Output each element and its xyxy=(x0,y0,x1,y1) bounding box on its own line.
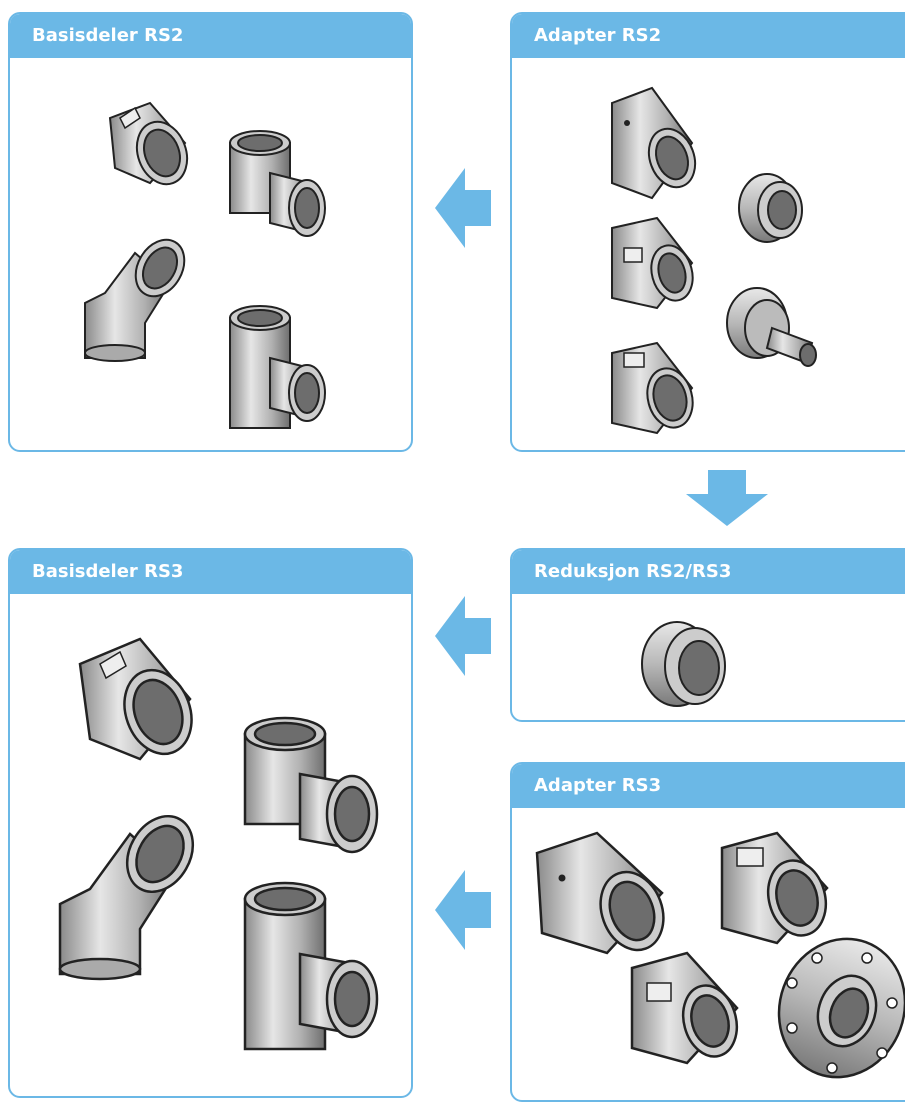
male-thread-adapter-icon xyxy=(630,951,739,1065)
panel-title: Reduksjon RS2/RS3 xyxy=(512,550,905,594)
flange-adapter-icon xyxy=(777,937,905,1079)
long-adapter-icon xyxy=(611,86,697,200)
elbow-90-icon xyxy=(229,130,326,237)
long-adapter-icon xyxy=(535,831,665,955)
tee-icon xyxy=(243,881,379,1051)
barbed-adapter-icon xyxy=(726,287,817,367)
female-thread-adapter-icon xyxy=(611,341,694,435)
panel-basisdeler-rs2: Basisdeler RS2 xyxy=(8,12,413,452)
panel-title: Adapter RS3 xyxy=(512,764,905,808)
reducer-icon xyxy=(641,621,726,707)
panel-title: Basisdeler RS3 xyxy=(10,550,411,594)
coupling-icon xyxy=(78,637,193,761)
panel-basisdeler-rs3: Basisdeler RS3 xyxy=(8,548,413,1098)
elbow-45-icon xyxy=(84,238,186,362)
elbow-90-icon xyxy=(243,716,379,854)
small-female-adapter-icon xyxy=(738,173,803,243)
panel-adapter-rs3: Adapter RS3 xyxy=(510,762,905,1102)
male-thread-adapter-icon xyxy=(611,216,694,310)
arrow-left-icon xyxy=(435,168,491,248)
arrow-left-icon xyxy=(435,870,491,950)
panel-title: Adapter RS2 xyxy=(512,14,905,58)
tee-icon xyxy=(229,305,326,429)
arrow-down-icon xyxy=(686,470,768,526)
panel-body xyxy=(10,58,411,450)
female-thread-adapter-icon xyxy=(720,831,829,945)
arrow-left-icon xyxy=(435,596,491,676)
panel-reduksjon: Reduksjon RS2/RS3 xyxy=(510,548,905,722)
panel-title: Basisdeler RS2 xyxy=(10,14,411,58)
panel-body xyxy=(512,58,905,450)
coupling-icon xyxy=(108,101,189,186)
panel-adapter-rs2: Adapter RS2 xyxy=(510,12,905,452)
elbow-45-icon xyxy=(58,815,195,981)
panel-body xyxy=(512,808,905,1100)
panel-body xyxy=(512,594,905,720)
panel-body xyxy=(10,594,411,1096)
